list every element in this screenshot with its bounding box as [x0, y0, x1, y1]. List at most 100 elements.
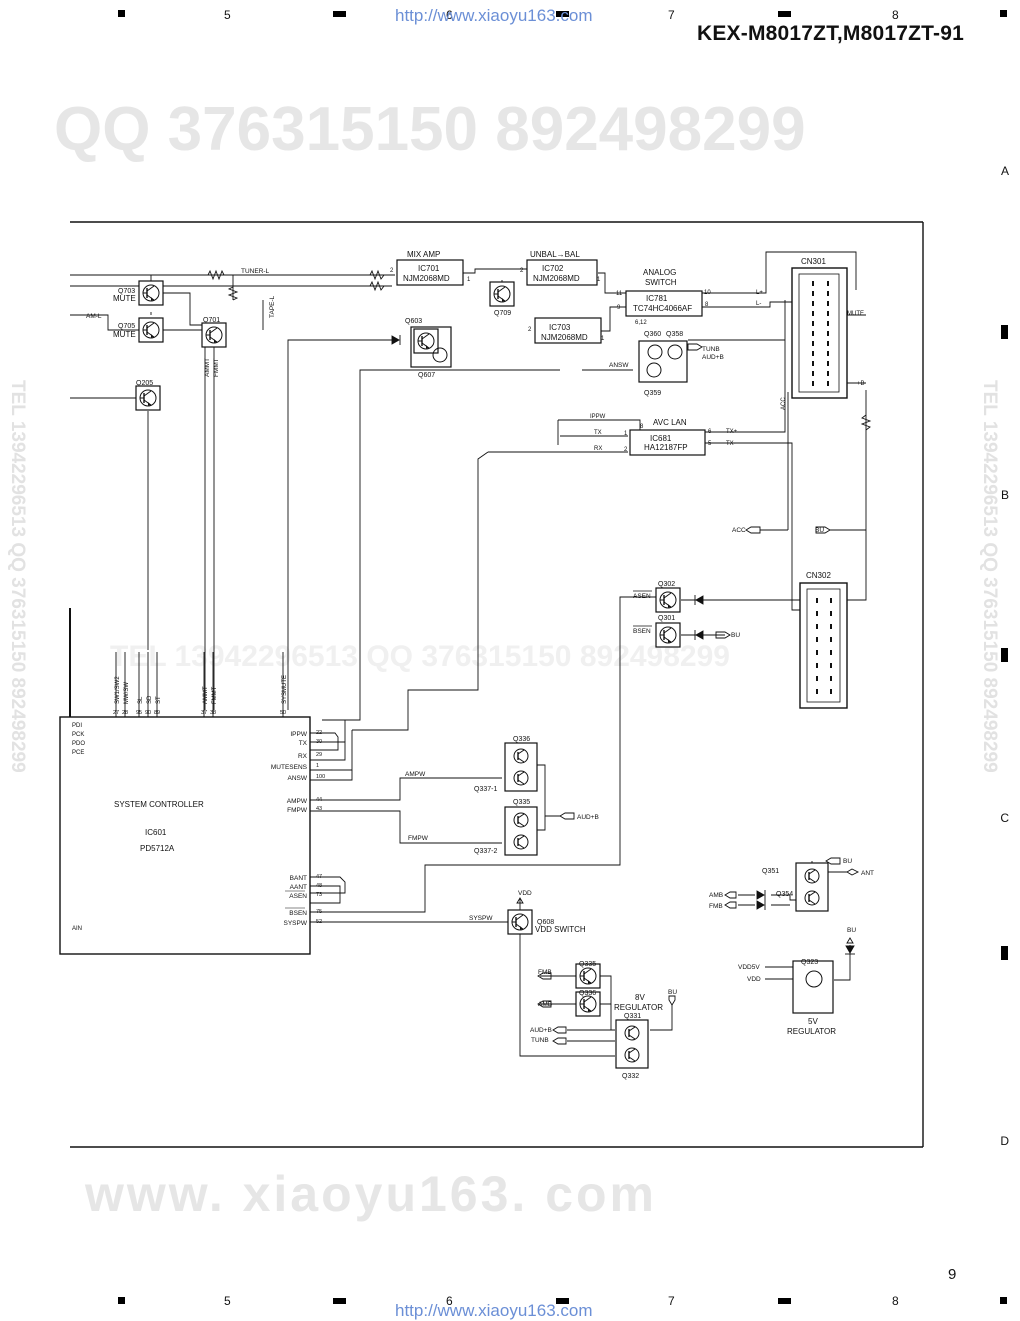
cn301-pin: [812, 291, 814, 296]
cn302-pin: [816, 689, 818, 694]
pin-name: ASEN: [289, 893, 307, 900]
registration-mark: [556, 11, 569, 17]
column-number: 8: [892, 8, 899, 22]
svg-text:SWITCH: SWITCH: [645, 278, 677, 287]
pin-name: SW1/SW2: [115, 676, 121, 704]
cn301-pin: [827, 281, 829, 286]
registration-mark: [556, 1298, 569, 1304]
cn301-pin: [827, 371, 829, 376]
ic703: IC703 NJM2068MD 2 1: [528, 317, 605, 344]
cn301-pin: [812, 371, 814, 376]
svg-text:2: 2: [528, 327, 532, 333]
svg-text:CN302: CN302: [806, 571, 831, 580]
ic701-mix-amp: MIX AMP IC701 NJM2068MD 2 1: [390, 250, 471, 286]
pin-number: 95: [136, 710, 142, 716]
pin-name: SYSPW: [284, 920, 308, 927]
svg-text:ASEN: ASEN: [633, 593, 651, 600]
svg-text:FMB: FMB: [709, 903, 723, 910]
registration-mark: [118, 10, 125, 17]
pin-number: 89: [154, 710, 160, 716]
cn301-pin: [812, 281, 814, 286]
cn302-pin: [816, 650, 818, 655]
cn302-pin: [816, 598, 818, 603]
svg-text:1: 1: [624, 431, 628, 437]
svg-text:Q335: Q335: [579, 961, 596, 968]
svg-text:ACC: ACC: [732, 527, 746, 534]
cn302-pin: [830, 650, 832, 655]
pin-number: 100: [316, 774, 325, 780]
svg-text:ANALOG: ANALOG: [643, 268, 676, 277]
pin-number: 29: [316, 752, 322, 758]
column-number: 5: [224, 8, 231, 22]
resistors: [207, 269, 872, 431]
svg-text:VDD: VDD: [747, 976, 761, 983]
cn301-pin: [812, 351, 814, 356]
svg-text:Q302: Q302: [658, 581, 675, 588]
svg-text:UNBAL→BAL: UNBAL→BAL: [530, 250, 580, 259]
footer-url: http://www.xiaoyu163.com: [395, 1301, 593, 1320]
ic601-title: SYSTEM CONTROLLER: [114, 800, 204, 809]
cn301-pin: [812, 301, 814, 306]
svg-text:VDD: VDD: [518, 890, 532, 897]
svg-text:MIX AMP: MIX AMP: [407, 250, 440, 259]
registration-mark: [1001, 648, 1008, 662]
row-letter: C: [1000, 811, 1009, 825]
svg-text:Q360: Q360: [644, 331, 661, 338]
cn302-pin: [830, 624, 832, 629]
svg-text:RX: RX: [594, 446, 602, 452]
svg-text:8V: 8V: [635, 993, 645, 1002]
pin-name: SD: [147, 695, 153, 704]
cn302-pin: [830, 611, 832, 616]
cn302-pin: [816, 637, 818, 642]
pin-name: FMPW: [287, 807, 308, 814]
svg-text:IC701: IC701: [418, 264, 440, 273]
pin-number: 90: [145, 710, 151, 716]
registration-mark: [118, 1297, 125, 1304]
cn301-pin: [827, 341, 829, 346]
svg-text:Q359: Q359: [644, 390, 661, 397]
cn301-pin: [812, 311, 814, 316]
svg-text:TX: TX: [594, 430, 602, 436]
pin-name: RX: [298, 753, 308, 760]
svg-text:8: 8: [705, 302, 709, 308]
svg-text:2: 2: [390, 268, 394, 274]
ic601-top-pins: SW1/SW227MW/SW28SL95SD90ST89AMMT37FMMT38…: [113, 652, 288, 717]
ic681-avc-lan: AVC LAN IC681 HA12187FP 8 1 2 6 5 IPPW T…: [590, 414, 738, 456]
svg-text:IPPW: IPPW: [590, 414, 606, 420]
pin-name: AMPW: [287, 798, 308, 805]
svg-text:ANT: ANT: [861, 870, 874, 877]
pin-number: 73: [316, 892, 322, 898]
svg-text:6: 6: [708, 429, 712, 435]
ic601-left-pin: PDI: [72, 723, 82, 729]
pin-number: 50: [280, 710, 286, 716]
cn302-pin: [830, 598, 832, 603]
svg-text:TUNB: TUNB: [531, 1037, 549, 1044]
svg-text:BU: BU: [731, 632, 740, 639]
system-controller-ic601: SYSTEM CONTROLLER IC601 PD5712A PDI PCK …: [59, 608, 311, 955]
registration-mark: [1001, 946, 1008, 960]
connector-cn302: CN302: [799, 571, 848, 709]
cn302-pin: [816, 676, 818, 681]
registration-mark: [333, 11, 346, 17]
svg-text:TUNB: TUNB: [702, 346, 720, 353]
watermark-side-right: TEL 13942296513 QQ 376315150 892498299: [979, 380, 1000, 773]
cn301-pin: [827, 331, 829, 336]
cn302-pin: [830, 663, 832, 668]
svg-text:NJM2068MD: NJM2068MD: [533, 274, 580, 283]
ic781-analog-switch: ANALOG SWITCH IC781 TC74HC4066AF 11 9 10…: [616, 268, 711, 326]
column-number: 7: [668, 8, 675, 22]
svg-text:AMMT: AMMT: [204, 358, 211, 377]
arrows: [516, 343, 860, 1045]
svg-text:AM-L: AM-L: [86, 313, 102, 320]
svg-text:L+: L+: [756, 290, 763, 296]
svg-text:2: 2: [520, 268, 524, 274]
cn301-pin: [827, 361, 829, 366]
svg-text:Q301: Q301: [658, 615, 675, 622]
svg-text:MUTE: MUTE: [113, 330, 136, 339]
watermark-bottom: www. xiaoyu163. com: [85, 1166, 658, 1222]
pin-number: 37: [201, 710, 207, 716]
column-number: 5: [224, 1294, 231, 1308]
svg-text:5: 5: [708, 441, 712, 447]
